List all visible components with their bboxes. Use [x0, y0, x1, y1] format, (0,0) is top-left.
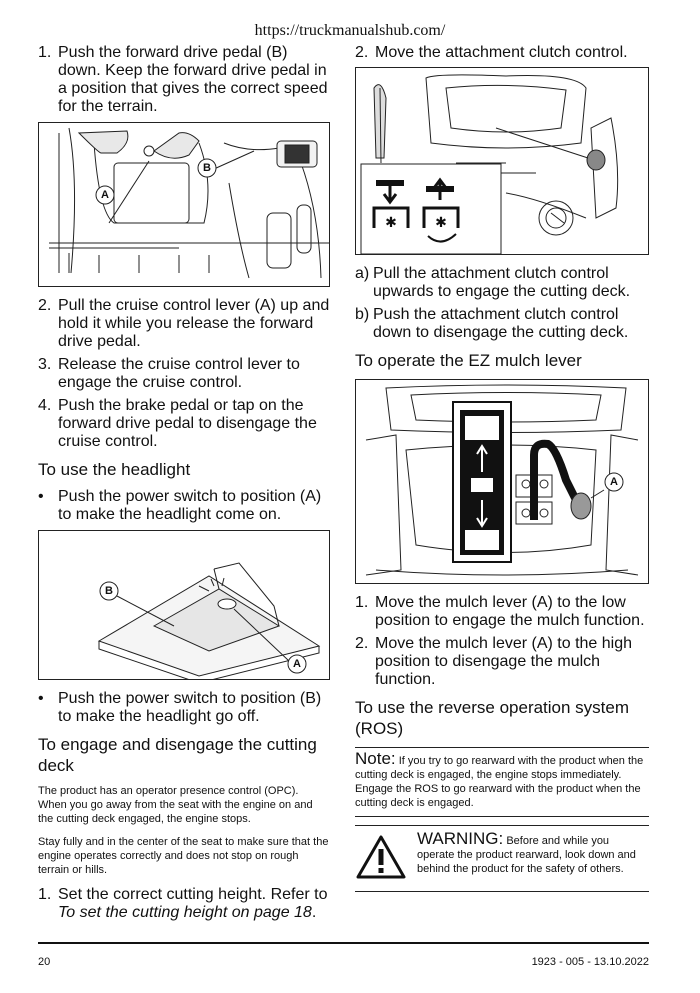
callout-a — [604, 472, 624, 492]
callout-label-a: A — [610, 476, 618, 488]
warning-box: WARNING: Before and while you operate th… — [355, 825, 649, 892]
step-number: 2. — [355, 635, 369, 652]
callout-label-a: A — [101, 189, 109, 201]
warning-label: WARNING: — [417, 829, 504, 848]
note-paragraph: Note: If you try to go rearward with the… — [355, 749, 649, 810]
step-text-end: . — [311, 904, 317, 921]
document-id: 1923 - 005 - 13.10.2022 — [531, 956, 649, 968]
mulch-steps: 1. Move the mulch lever (A) to the low p… — [355, 594, 649, 689]
headlight-switch-illustration — [97, 562, 321, 679]
bullet: • — [38, 488, 44, 505]
step-1-cutting-height: 1. Set the correct cutting height. Refer… — [38, 886, 330, 922]
step-text: Pull the attachment clutch control upwar… — [373, 265, 631, 300]
warning-text-block: WARNING: Before and while you operate th… — [417, 829, 649, 885]
bullet-text: Push the power switch to position (A) to… — [58, 488, 322, 523]
callout-label-a: A — [293, 658, 301, 670]
figure-pedals: A B — [38, 122, 330, 287]
page-number: 20 — [38, 956, 51, 968]
callout-b — [99, 581, 119, 601]
step-number: 1. — [355, 594, 369, 611]
step-2-cruise-lever: 2. Pull the cruise control lever (A) up … — [38, 297, 330, 351]
bullet-text: Push the power switch to position (B) to… — [58, 690, 322, 725]
step-text: Push the forward drive pedal (B) down. K… — [58, 44, 328, 115]
step-number: 1. — [38, 44, 52, 61]
step-text: Push the attachment clutch control down … — [373, 306, 629, 341]
seat-paragraph: Stay fully and in the center of the seat… — [38, 836, 329, 876]
callout-a — [287, 654, 307, 674]
callout-b — [197, 158, 217, 178]
mulch-step-1: 1. Move the mulch lever (A) to the low p… — [355, 594, 649, 630]
note-label: Note: — [355, 749, 396, 768]
cruise-steps: 2. Pull the cruise control lever (A) up … — [38, 297, 330, 451]
step-number: b) — [355, 306, 370, 323]
step-text: Set the correct cutting height. Refer to — [58, 886, 328, 903]
note-text: If you try to go rearward with the produ… — [355, 755, 644, 809]
opc-paragraph: The product has an operator presence con… — [38, 785, 313, 825]
step-number: 4. — [38, 397, 52, 414]
warning-triangle-icon — [355, 834, 407, 885]
mulch-lever-illustration — [365, 384, 639, 576]
step-number: 1. — [38, 886, 52, 903]
headlight-off-bullet: • Push the power switch to position (B) … — [38, 690, 330, 726]
left-column: 1. Push the forward drive pedal (B) down… — [38, 44, 330, 927]
svg-text:✱: ✱ — [435, 214, 447, 230]
step-text: Push the brake pedal or tap on the forwa… — [58, 397, 317, 450]
right-column: 2. Move the attachment clutch control. — [355, 44, 649, 892]
sub-step-b: b) Push the attachment clutch control do… — [355, 306, 649, 342]
watermark-url[interactable]: https://truckmanualshub.com/ — [254, 22, 446, 39]
mulch-lever — [530, 439, 605, 520]
warning-text: Before and while you operate the product… — [417, 835, 636, 875]
note-box: Note: If you try to go rearward with the… — [355, 747, 649, 817]
step-number: 2. — [355, 44, 369, 61]
mulch-step-2: 2. Move the mulch lever (A) to the high … — [355, 635, 649, 689]
callout-label-b: B — [203, 162, 211, 174]
svg-text:✱: ✱ — [385, 214, 397, 230]
callout-a — [95, 185, 115, 205]
step-text: Move the mulch lever (A) to the high pos… — [375, 635, 633, 688]
clutch-sub-steps: a) Pull the attachment clutch control up… — [355, 265, 649, 342]
attachment-clutch-illustration: ✱ ✱ — [360, 74, 619, 254]
step-number: 3. — [38, 356, 52, 373]
cutting-deck-heading: To engage and disengage the cutting deck — [38, 735, 317, 775]
clutch-disengage-icon: ✱ — [422, 177, 460, 243]
step-text: Move the mulch lever (A) to the low posi… — [375, 594, 645, 629]
step-4-brake: 4. Push the brake pedal or tap on the fo… — [38, 397, 330, 451]
headlight-heading: To use the headlight — [38, 460, 191, 479]
step-2-attachment-clutch: 2. Move the attachment clutch control. — [355, 44, 649, 62]
mulch-decal — [452, 401, 512, 563]
sub-step-a: a) Pull the attachment clutch control up… — [355, 265, 649, 301]
step-number: a) — [355, 265, 370, 282]
step-1-forward-pedal: 1. Push the forward drive pedal (B) down… — [38, 44, 330, 116]
figure-headlight-switch: B A — [38, 530, 330, 680]
figure-attachment-clutch: ✱ ✱ — [355, 67, 649, 255]
ros-heading: To use the reverse operation system (ROS… — [355, 698, 630, 738]
headlight-on-bullet: • Push the power switch to position (A) … — [38, 488, 330, 524]
clutch-engage-icon: ✱ — [372, 180, 410, 230]
step-number: 2. — [38, 297, 52, 314]
mulch-heading: To operate the EZ mulch lever — [355, 351, 582, 370]
pedals-illustration — [49, 127, 329, 279]
cross-reference-link[interactable]: To set the cutting height on page 18 — [58, 904, 312, 921]
step-3-release-lever: 3. Release the cruise control lever to e… — [38, 356, 330, 392]
step-text: Release the cruise control lever to enga… — [58, 356, 300, 391]
footer-divider — [38, 942, 649, 944]
step-text: Pull the cruise control lever (A) up and… — [58, 297, 330, 350]
figure-mulch-lever: A — [355, 379, 649, 584]
bullet: • — [38, 690, 44, 707]
callout-label-b: B — [105, 585, 113, 597]
step-text: Move the attachment clutch control. — [375, 44, 628, 61]
